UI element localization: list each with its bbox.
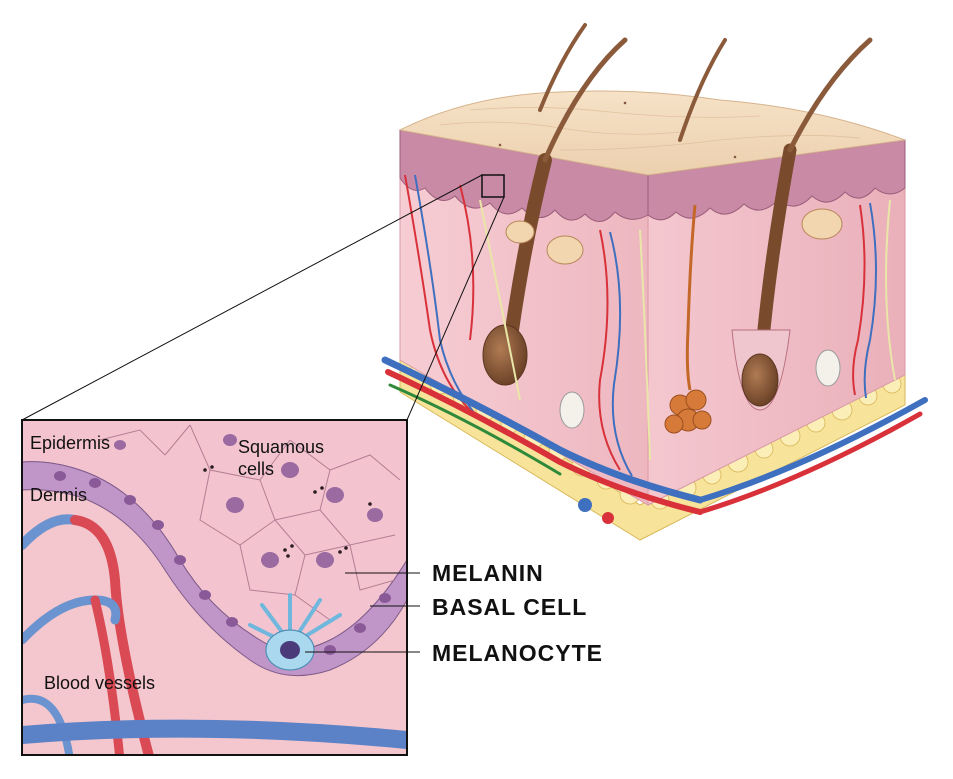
- callout-leaders: [305, 572, 420, 653]
- zoom-connector-line: [21, 174, 483, 421]
- label-blood-vessels: Blood vessels: [44, 673, 156, 693]
- deep-vessels: [381, 356, 928, 524]
- label-dermis: Dermis: [30, 485, 87, 505]
- label-squamous-line2: cells: [238, 459, 275, 479]
- callout-melanocyte: MELANOCYTE: [432, 640, 603, 666]
- zoom-connector-line: [406, 196, 505, 421]
- sweat-gland: [664, 204, 712, 434]
- inset-blood-vessels: [22, 514, 407, 755]
- inset-frame: [21, 419, 408, 756]
- skin-block: [381, 23, 928, 541]
- label-epidermis: Epidermis: [30, 433, 111, 453]
- squamous-nuclei: [114, 434, 383, 568]
- squamous-cells: [99, 424, 401, 621]
- epidermis-front-band: [399, 129, 649, 222]
- melanin-granules: [203, 465, 372, 558]
- magnified-inset: [21, 419, 408, 756]
- skin-surface: [398, 90, 906, 176]
- melanocyte-cell: [248, 593, 342, 671]
- label-squamous-line1: Squamous: [238, 437, 325, 457]
- pacinian-corpuscle: [559, 391, 585, 429]
- hair-follicle-left: [482, 23, 628, 386]
- callout-melanin: MELANIN: [432, 560, 544, 586]
- pacinian-corpuscle: [815, 349, 841, 387]
- magnifier-box: [481, 174, 505, 198]
- hair-follicle-right: [678, 37, 873, 411]
- callout-basal-cell: BASAL CELL: [432, 594, 588, 620]
- label-squamous-cells: Squamous cells: [238, 436, 368, 480]
